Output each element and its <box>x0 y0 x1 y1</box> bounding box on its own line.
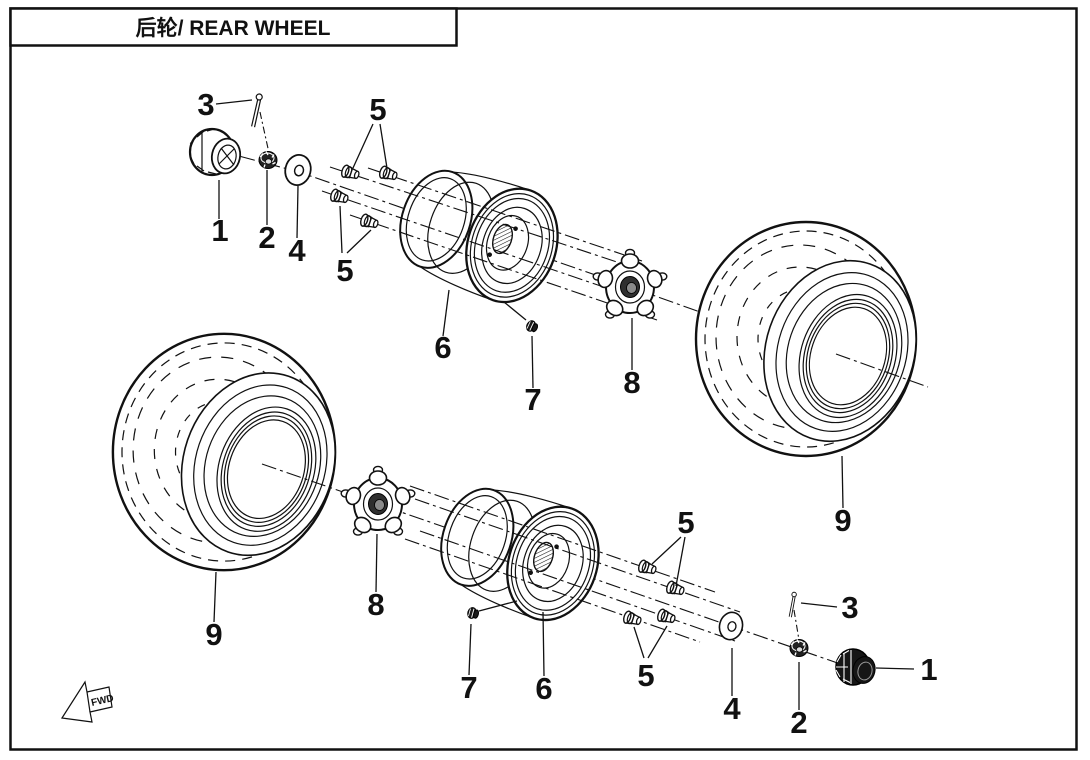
fwd-arrow-shape <box>60 680 113 723</box>
callout-bottom-7: 7 <box>460 670 477 705</box>
callout-top-5b: 5 <box>336 253 353 288</box>
fwd-direction-marker: FWD <box>60 680 115 723</box>
callout-top-5a: 5 <box>369 92 386 127</box>
part-1-cap-nut-bottom <box>835 648 876 686</box>
callout-top-1: 1 <box>211 213 228 248</box>
page-title: 后轮/ REAR WHEEL <box>136 16 331 40</box>
valve-attach-line-bottom <box>478 600 518 612</box>
fwd-arrow-fold-line <box>86 691 91 713</box>
callout-labels-bottom: 9 8 7 6 5 5 4 3 2 1 <box>205 505 937 740</box>
callout-bottom-4: 4 <box>723 691 741 726</box>
callout-bottom-6: 6 <box>535 671 552 706</box>
axis-exit-top <box>835 353 929 388</box>
stud-axis-lines-bottom <box>404 485 741 643</box>
callout-top-3: 3 <box>197 87 214 122</box>
callout-top-9: 9 <box>834 503 851 538</box>
part-1-cap-nut-top <box>188 127 242 177</box>
callout-bottom-3: 3 <box>841 590 858 625</box>
part-2-castle-nut-top <box>258 150 278 170</box>
callout-bottom-9: 9 <box>205 617 222 652</box>
callout-labels-top: 3 1 2 4 5 5 6 7 8 9 <box>197 87 851 538</box>
top-assembly: 3 1 2 4 5 5 6 7 8 9 <box>188 87 942 538</box>
callout-top-8: 8 <box>623 365 640 400</box>
valve-attach-line-top <box>503 301 527 321</box>
fwd-label: FWD <box>90 693 115 709</box>
bottom-assembly: 9 8 7 6 5 5 4 3 2 1 <box>111 332 938 740</box>
callout-bottom-2: 2 <box>790 705 807 740</box>
callout-top-4: 4 <box>288 233 306 268</box>
callout-bottom-5a: 5 <box>677 505 694 540</box>
stud-axis-lines-top <box>321 166 658 321</box>
callout-top-2: 2 <box>258 220 275 255</box>
callout-bottom-1: 1 <box>920 652 937 687</box>
callout-leader-lines-bottom <box>213 533 915 710</box>
part-2-castle-nut-bottom <box>789 638 809 658</box>
callout-top-7: 7 <box>524 382 541 417</box>
callout-leader-lines-top <box>215 99 844 509</box>
callout-top-6: 6 <box>434 330 451 365</box>
callout-bottom-8: 8 <box>367 587 384 622</box>
title-box <box>9 7 458 47</box>
callout-bottom-5b: 5 <box>637 658 654 693</box>
